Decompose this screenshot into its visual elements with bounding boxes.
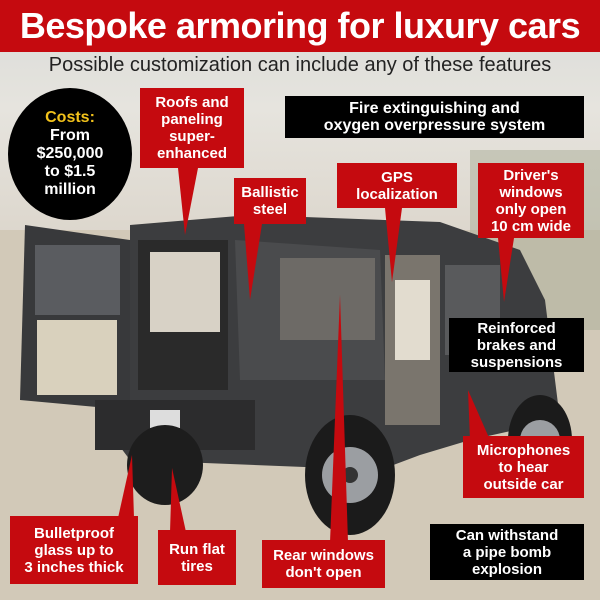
callout-run-flat-tires: Run flat tires: [158, 530, 236, 585]
callout-microphones: Microphones to hear outside car: [463, 436, 584, 498]
callout-pipe-bomb: Can withstand a pipe bomb explosion: [430, 524, 584, 580]
callout-bulletproof-glass: Bulletproof glass up to 3 inches thick: [10, 516, 138, 584]
subtitle: Possible customization can include any o…: [48, 54, 552, 76]
callout-pointers: [118, 168, 514, 542]
callout-brakes: Reinforced brakes and suspensions: [449, 318, 584, 372]
callout-gps: GPS localization: [337, 163, 457, 208]
callout-driver-windows: Driver's windows only open 10 cm wide: [478, 163, 584, 238]
suv: [20, 215, 572, 535]
cost-label: Costs:: [45, 109, 95, 126]
cost-badge: Costs: From $250,000 to $1.5 million: [8, 88, 132, 220]
callout-ballistic: Ballistic steel: [234, 178, 306, 224]
page-title: Bespoke armoring for luxury cars: [0, 0, 600, 52]
cost-range: From $250,000 to $1.5 million: [36, 127, 104, 198]
callout-roofs: Roofs and paneling super- enhanced: [140, 88, 244, 168]
callout-rear-windows: Rear windows don't open: [262, 540, 385, 588]
callout-fire: Fire extinguishing and oxygen overpressu…: [285, 96, 584, 138]
